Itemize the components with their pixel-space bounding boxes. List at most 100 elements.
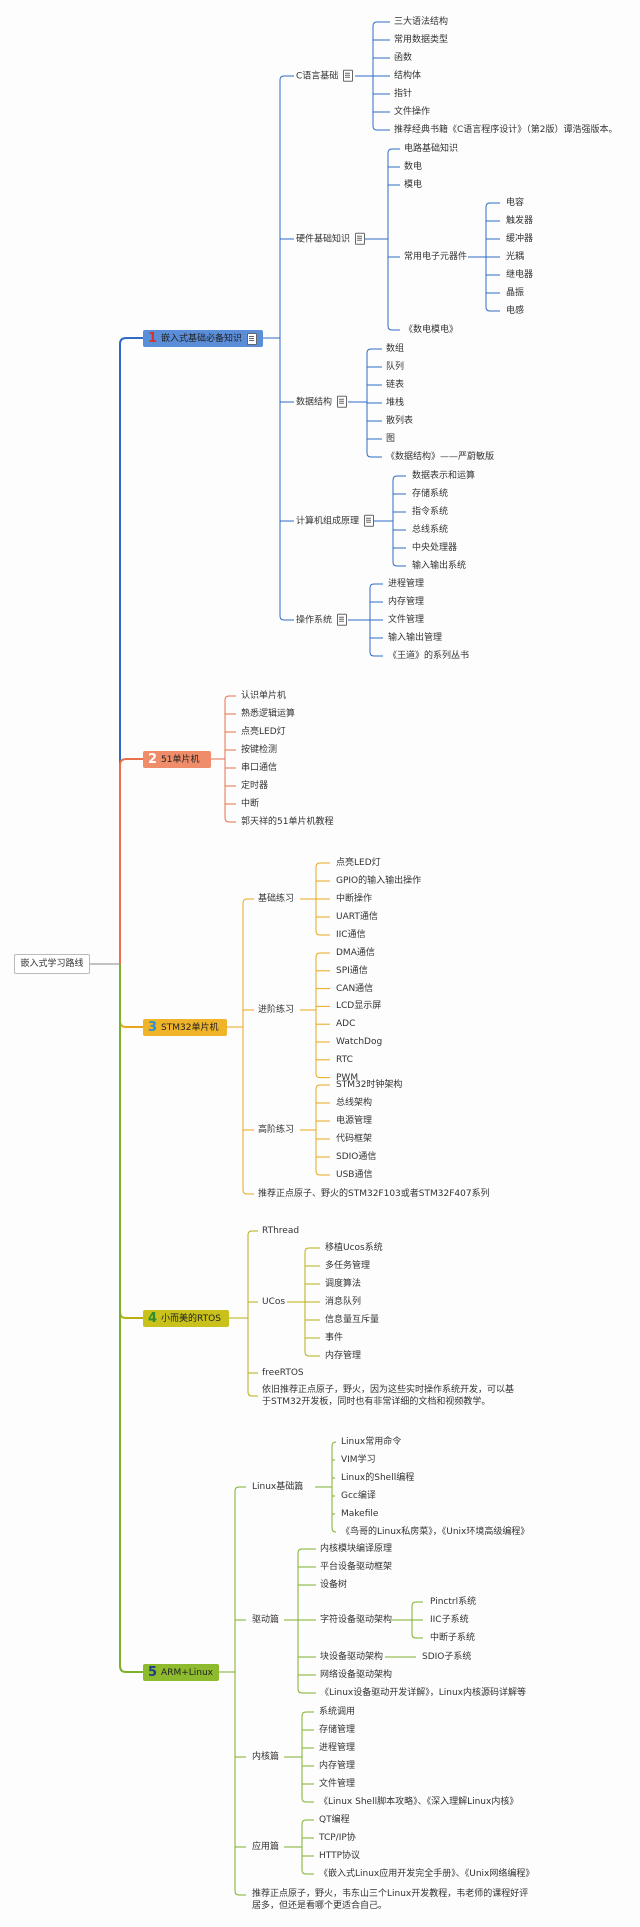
ucos-item[interactable]: 消息队列 [325, 1296, 361, 1308]
data-structure-item[interactable]: 堆栈 [386, 397, 404, 409]
stm32-high-item[interactable]: STM32时钟架构 [336, 1079, 402, 1091]
data-structure-item[interactable]: 散列表 [386, 415, 413, 427]
mcu51-item[interactable]: 中断 [241, 798, 259, 810]
driver-node[interactable]: 驱动篇 [252, 1614, 279, 1626]
driver-item[interactable]: 设备树 [320, 1579, 347, 1591]
app-item[interactable]: 《嵌入式Linux应用开发完全手册》、《Unix网络编程》 [319, 1868, 534, 1880]
block-driver-item[interactable]: SDIO子系统 [422, 1651, 471, 1663]
app-item[interactable]: TCP/IP协 [319, 1832, 356, 1844]
data-structure-item[interactable]: 链表 [386, 379, 404, 391]
ucos-item[interactable]: 多任务管理 [325, 1260, 370, 1272]
kernel-item[interactable]: 系统调用 [319, 1706, 355, 1718]
kernel-item[interactable]: 进程管理 [319, 1742, 355, 1754]
app-item[interactable]: QT编程 [319, 1814, 350, 1826]
char-driver-item[interactable]: Pinctrl系统 [430, 1596, 476, 1608]
kernel-item[interactable]: 内存管理 [319, 1760, 355, 1772]
root-node[interactable]: 嵌入式学习路线 [14, 954, 90, 974]
driver-item[interactable]: 《Linux设备驱动开发详解》，Linux内核源码详解等 [320, 1687, 526, 1699]
component-item[interactable]: 光耦 [506, 251, 524, 263]
component-item[interactable]: 缓冲器 [506, 233, 533, 245]
component-item[interactable]: 电感 [506, 305, 524, 317]
ucos-item[interactable]: 内存管理 [325, 1350, 361, 1362]
os-item[interactable]: 进程管理 [388, 578, 424, 590]
kernel-node[interactable]: 内核篇 [252, 1751, 279, 1763]
stm32-adv-item[interactable]: ADC [336, 1018, 355, 1030]
data-structure-item[interactable]: 图 [386, 433, 395, 445]
stm32-basic-item[interactable]: IIC通信 [336, 929, 366, 941]
computer-org-item[interactable]: 中央处理器 [412, 542, 457, 554]
stm32-high-item[interactable]: 代码框架 [336, 1133, 372, 1145]
hardware-item[interactable]: 电路基础知识 [404, 143, 458, 155]
stm32-basic-item[interactable]: UART通信 [336, 911, 378, 923]
stm32-basic-node[interactable]: 基础练习 [258, 893, 294, 905]
kernel-item[interactable]: 《Linux Shell脚本攻略》、《深入理解Linux内核》 [319, 1796, 518, 1808]
stm32-adv-item[interactable]: WatchDog [336, 1036, 382, 1048]
stm32-high-item[interactable]: SDIO通信 [336, 1151, 376, 1163]
computer-org-node[interactable]: 计算机组成原理 [296, 514, 375, 528]
component-item[interactable]: 触发器 [506, 215, 533, 227]
data-structure-item[interactable]: 队列 [386, 361, 404, 373]
os-item[interactable]: 输入输出管理 [388, 632, 442, 644]
c-basics-item[interactable]: 结构体 [394, 70, 421, 82]
stm32-basic-item[interactable]: GPIO的输入输出操作 [336, 875, 421, 887]
c-basics-item[interactable]: 推荐经典书籍《C语言程序设计》（第2版）谭浩强版本。 [394, 124, 618, 136]
stm32-adv-item[interactable]: DMA通信 [336, 947, 375, 959]
stm32-basic-item[interactable]: 点亮LED灯 [336, 857, 381, 869]
c-basics-item[interactable]: 文件操作 [394, 106, 430, 118]
driver-item[interactable]: 内核模块编译原理 [320, 1543, 392, 1555]
char-driver-item[interactable]: IIC子系统 [430, 1614, 469, 1626]
linux-basics-item[interactable]: Linux的Shell编程 [341, 1472, 414, 1484]
stm32-adv-item[interactable]: CAN通信 [336, 983, 373, 995]
hardware-node[interactable]: 硬件基础知识 [296, 232, 366, 246]
freertos-node[interactable]: freeRTOS [262, 1367, 304, 1379]
computer-org-item[interactable]: 存储系统 [412, 488, 448, 500]
ucos-node[interactable]: UCos [262, 1296, 285, 1308]
stm32-high-item[interactable]: 总线架构 [336, 1097, 372, 1109]
stm32-high-item[interactable]: 电源管理 [336, 1115, 372, 1127]
linux-basics-item[interactable]: Gcc编译 [341, 1490, 376, 1502]
hardware-item[interactable]: 常用电子元器件 [404, 251, 467, 263]
stm32-adv-node[interactable]: 进阶练习 [258, 1004, 294, 1016]
hardware-item[interactable]: 数电 [404, 161, 422, 173]
c-basics-item[interactable]: 函数 [394, 52, 412, 64]
ucos-item[interactable]: 事件 [325, 1332, 343, 1344]
driver-item[interactable]: 字符设备驱动架构 [320, 1614, 392, 1626]
computer-org-item[interactable]: 输入输出系统 [412, 560, 466, 572]
app-item[interactable]: HTTP协议 [319, 1850, 360, 1862]
hardware-item[interactable]: 《数电模电》 [404, 324, 458, 336]
linux-basics-item[interactable]: 《鸟哥的Linux私房菜》，《Unix环境高级编程》 [341, 1526, 529, 1538]
driver-item[interactable]: 块设备驱动架构 [320, 1651, 383, 1663]
mcu51-item[interactable]: 串口通信 [241, 762, 277, 774]
mcu51-item[interactable]: 郭天祥的51单片机教程 [241, 816, 333, 828]
computer-org-item[interactable]: 数据表示和运算 [412, 470, 475, 482]
mcu51-item[interactable]: 熟悉逻辑运算 [241, 708, 295, 720]
linux-basics-node[interactable]: Linux基础篇 [252, 1481, 303, 1493]
ucos-item[interactable]: 信息量互斥量 [325, 1314, 379, 1326]
os-node[interactable]: 操作系统 [296, 613, 348, 627]
char-driver-item[interactable]: 中断子系统 [430, 1632, 475, 1644]
c-basics-node[interactable]: C语言基础 [296, 69, 354, 83]
linux-basics-item[interactable]: Linux常用命令 [341, 1436, 401, 1448]
linux-basics-item[interactable]: VIM学习 [341, 1454, 376, 1466]
os-item[interactable]: 《王道》的系列丛书 [388, 650, 469, 662]
driver-item[interactable]: 网络设备驱动架构 [320, 1669, 392, 1681]
stm32-basic-item[interactable]: 中断操作 [336, 893, 372, 905]
mcu51-item[interactable]: 定时器 [241, 780, 268, 792]
stm32-recommendation[interactable]: 推荐正点原子、野火的STM32F103或者STM32F407系列 [258, 1188, 490, 1200]
linux-basics-item[interactable]: Makefile [341, 1508, 378, 1520]
stm32-adv-item[interactable]: SPI通信 [336, 965, 368, 977]
component-item[interactable]: 晶振 [506, 287, 524, 299]
data-structure-item[interactable]: 《数据结构》——严蔚敏版 [386, 451, 494, 463]
app-node[interactable]: 应用篇 [252, 1841, 279, 1853]
hardware-item[interactable]: 模电 [404, 179, 422, 191]
stm32-adv-item[interactable]: LCD显示屏 [336, 1000, 381, 1012]
c-basics-item[interactable]: 三大语法结构 [394, 16, 448, 28]
computer-org-item[interactable]: 总线系统 [412, 524, 448, 536]
stm32-high-node[interactable]: 高阶练习 [258, 1124, 294, 1136]
stm32-adv-item[interactable]: PWM [336, 1072, 358, 1084]
stm32-adv-item[interactable]: RTC [336, 1054, 353, 1066]
